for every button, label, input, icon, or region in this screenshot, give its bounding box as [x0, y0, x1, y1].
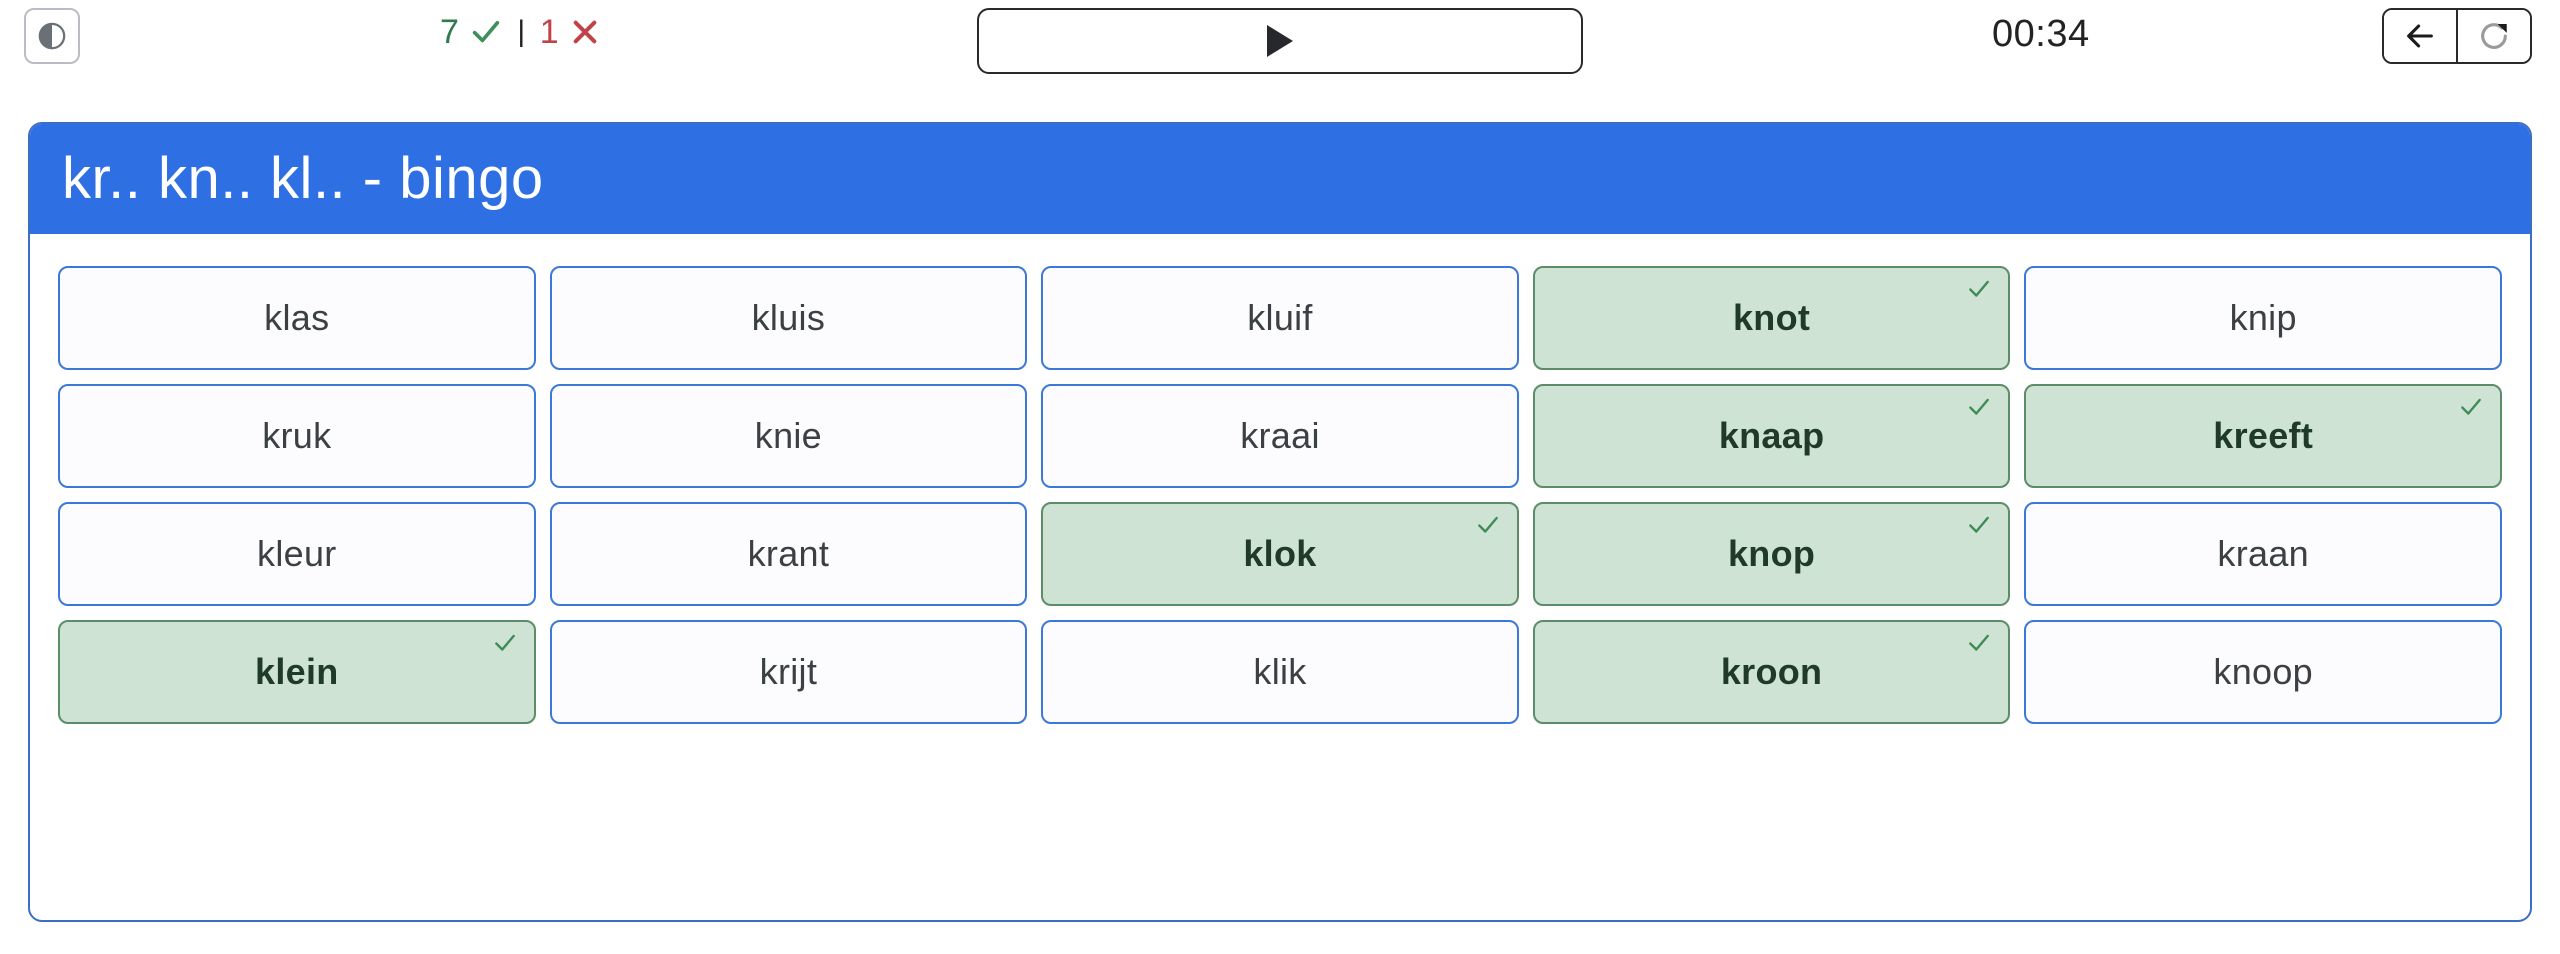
bingo-cell-label: kruk	[262, 415, 332, 456]
bingo-cell-label: knoop	[2213, 651, 2313, 692]
bingo-cell-label: kleur	[257, 533, 337, 574]
bingo-cell-label: kluis	[751, 297, 826, 338]
bingo-cell-label: knaap	[1718, 415, 1825, 456]
bingo-cell-label: kraai	[1240, 415, 1320, 456]
refresh-icon	[2481, 23, 2507, 49]
arrow-left-icon	[2407, 24, 2433, 48]
bingo-cell-label: knip	[2229, 297, 2297, 338]
bingo-cell[interactable]: krant	[549, 502, 1028, 606]
check-icon	[1966, 394, 1992, 420]
bingo-cell[interactable]: knie	[549, 384, 1028, 488]
bingo-cell[interactable]: kruk	[58, 384, 536, 488]
bingo-cell[interactable]: klok	[1041, 502, 1519, 606]
bingo-cell-label: knie	[754, 415, 823, 456]
wrong-count: 1	[539, 12, 560, 51]
bingo-cell-label: kroon	[1720, 651, 1823, 692]
check-icon	[1966, 276, 1992, 302]
bingo-cell-label: krijt	[759, 651, 818, 692]
bingo-cell[interactable]: kraai	[1041, 384, 1519, 488]
board-header: kr.. kn.. kl.. - bingo	[30, 124, 2530, 234]
bingo-cell[interactable]: krijt	[549, 620, 1028, 724]
check-icon	[469, 15, 503, 49]
bingo-cell[interactable]: knoop	[2024, 620, 2502, 724]
bingo-board: kr.. kn.. kl.. - bingo klas kluis kluif kno…	[28, 122, 2532, 922]
bingo-cell-label: krant	[747, 533, 830, 574]
bingo-cell[interactable]: kreeft	[2024, 384, 2502, 488]
contrast-icon	[38, 22, 66, 50]
bingo-cell-label: klas	[264, 297, 330, 338]
correct-count: 7	[440, 12, 460, 51]
check-icon	[1475, 512, 1501, 538]
check-icon	[492, 630, 518, 656]
bingo-cell[interactable]: knaap	[1532, 384, 2011, 488]
bingo-cell[interactable]: knop	[1532, 502, 2011, 606]
bingo-cell-label: klok	[1243, 533, 1317, 574]
bingo-cell[interactable]: klein	[58, 620, 536, 724]
contrast-toggle-button[interactable]	[24, 8, 80, 64]
bingo-cell-label: klik	[1253, 651, 1307, 692]
bingo-cell[interactable]: klik	[1041, 620, 1519, 724]
bingo-cell[interactable]: kluis	[549, 266, 1028, 370]
play-button[interactable]	[977, 8, 1583, 74]
bingo-cell-label: knop	[1727, 533, 1816, 574]
bingo-cell[interactable]: kroon	[1532, 620, 2011, 724]
page-title: kr.. kn.. kl.. - bingo	[62, 146, 544, 211]
top-toolbar: 7 | 1 00:34	[0, 0, 2560, 74]
bingo-cell-label: kreeft	[2213, 415, 2314, 456]
nav-button-group	[2382, 8, 2532, 64]
cross-icon	[569, 16, 601, 48]
bingo-cell[interactable]: kleur	[58, 502, 536, 606]
check-icon	[1966, 512, 1992, 538]
check-icon	[2458, 394, 2484, 420]
bingo-cell-label: kraan	[2217, 533, 2309, 574]
bingo-cell[interactable]: kluif	[1041, 266, 1519, 370]
check-icon	[1966, 630, 1992, 656]
restart-button[interactable]	[2456, 10, 2530, 62]
bingo-cell[interactable]: knot	[1532, 266, 2011, 370]
score-separator: |	[517, 15, 526, 48]
timer-display: 00:34	[1992, 13, 2090, 55]
bingo-cell[interactable]: kraan	[2024, 502, 2502, 606]
bingo-cell-label: klein	[255, 651, 339, 692]
score-display: 7 | 1	[440, 6, 601, 58]
bingo-cell-label: knot	[1732, 297, 1811, 338]
bingo-cell-label: kluif	[1247, 297, 1313, 338]
play-icon	[1267, 25, 1293, 57]
bingo-cell[interactable]: knip	[2024, 266, 2502, 370]
bingo-grid: klas kluis kluif knot knip kruk knie kraai knaap…	[30, 234, 2530, 752]
bingo-cell[interactable]: klas	[58, 266, 536, 370]
back-button[interactable]	[2384, 10, 2456, 62]
